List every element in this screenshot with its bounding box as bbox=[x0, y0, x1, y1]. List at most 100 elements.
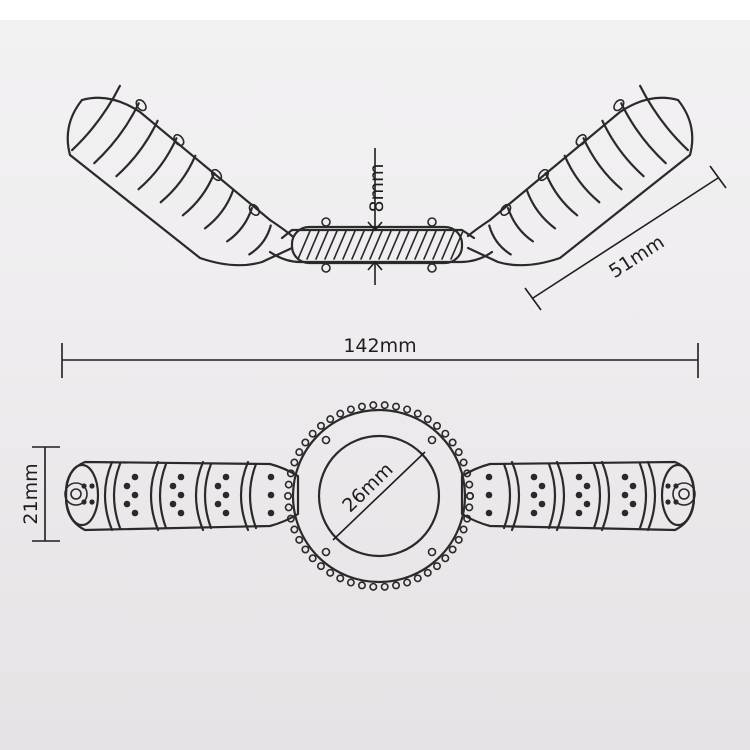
roller-segment-edge bbox=[203, 462, 213, 530]
twist-strand bbox=[315, 230, 329, 260]
ring-bead bbox=[463, 514, 472, 523]
roller-end-dot bbox=[89, 499, 95, 505]
roller-end-dot bbox=[673, 499, 679, 505]
ring-bead bbox=[463, 469, 472, 478]
ring-bead bbox=[459, 458, 468, 467]
arm-rib bbox=[582, 137, 623, 191]
roller-dot bbox=[538, 482, 546, 490]
ring-bead bbox=[284, 503, 293, 512]
ring-bead bbox=[346, 578, 355, 587]
roller-dot bbox=[177, 491, 185, 499]
twist-strand bbox=[369, 230, 383, 260]
roller-dot bbox=[169, 482, 177, 490]
arm-rib bbox=[248, 224, 272, 256]
ring-bead bbox=[441, 429, 450, 438]
ring-bead bbox=[336, 574, 345, 583]
roller-end-dot bbox=[665, 483, 671, 489]
roller-segment-edge bbox=[592, 462, 602, 530]
arm-rib bbox=[601, 119, 645, 178]
ring-bead bbox=[284, 480, 293, 489]
roller-dot bbox=[583, 482, 591, 490]
roller-dot bbox=[485, 473, 493, 481]
roller-segment-edge bbox=[555, 460, 566, 532]
roller-segment-edge bbox=[547, 462, 557, 530]
twist-strand bbox=[306, 230, 320, 260]
arm-nub bbox=[613, 99, 625, 112]
ring-bead bbox=[465, 480, 474, 489]
arm-nub bbox=[248, 203, 260, 217]
twist-strand bbox=[423, 230, 437, 260]
top-margin bbox=[0, 0, 750, 20]
arm-rib bbox=[203, 189, 235, 230]
ring-bead bbox=[441, 554, 450, 563]
ring-bead bbox=[369, 582, 378, 591]
roller-dot bbox=[131, 509, 139, 517]
ring-bead bbox=[448, 438, 457, 447]
ring-bead bbox=[286, 514, 295, 523]
ring-bead bbox=[290, 458, 299, 467]
twist-strand bbox=[324, 230, 338, 260]
ring-bead bbox=[308, 554, 317, 563]
ring-bead bbox=[336, 409, 345, 418]
roller-dot bbox=[575, 509, 583, 517]
ring-bead bbox=[380, 401, 389, 410]
roller-dot bbox=[530, 491, 538, 499]
twist-strand bbox=[342, 230, 356, 260]
twist-strand bbox=[351, 230, 365, 260]
roller-segment-edge bbox=[600, 460, 611, 532]
label-middle-thickness: 8mm bbox=[366, 163, 388, 212]
roller-segment-edge bbox=[239, 460, 250, 532]
roller-dot bbox=[530, 473, 538, 481]
arm-rib bbox=[93, 102, 140, 165]
roller-dot bbox=[177, 473, 185, 481]
roller-dot bbox=[575, 491, 583, 499]
ring-bead bbox=[423, 568, 432, 577]
roller-dot bbox=[214, 482, 222, 490]
roller-dot bbox=[629, 500, 637, 508]
arm-nub bbox=[575, 133, 587, 147]
ring-bead bbox=[301, 545, 310, 554]
arm-rib bbox=[115, 119, 159, 178]
roller-dot bbox=[222, 509, 230, 517]
ring-bead bbox=[403, 578, 412, 587]
ring-bead bbox=[286, 469, 295, 478]
ring-bead bbox=[357, 402, 366, 411]
center-ring: 26mm bbox=[283, 401, 474, 591]
roller-dot bbox=[485, 509, 493, 517]
ring-bead bbox=[454, 448, 463, 457]
roller-dot bbox=[222, 491, 230, 499]
ring-bead bbox=[357, 581, 366, 590]
arm-rib bbox=[71, 84, 121, 152]
arm-nub bbox=[537, 168, 550, 182]
twist-strand bbox=[441, 230, 455, 260]
arm-nub bbox=[210, 168, 223, 182]
twist-strand bbox=[432, 230, 446, 260]
arm-rib bbox=[137, 137, 178, 191]
roller-dot bbox=[575, 473, 583, 481]
roller-dot bbox=[123, 500, 131, 508]
roller-segment-edge bbox=[103, 460, 114, 532]
roller-segment-edge bbox=[158, 462, 168, 530]
ring-bead bbox=[308, 429, 317, 438]
arm-rib bbox=[488, 224, 512, 256]
dimension-total-length: 142mm bbox=[61, 335, 699, 378]
twist-strand bbox=[405, 230, 419, 260]
ring-bead bbox=[413, 409, 422, 418]
ring-bead bbox=[413, 574, 422, 583]
ring-bead bbox=[392, 402, 401, 411]
ring-bead bbox=[316, 562, 325, 571]
roller-end-dot bbox=[81, 499, 87, 505]
twist-strand bbox=[387, 230, 401, 260]
arm-rib bbox=[544, 172, 579, 217]
ring-bead bbox=[380, 582, 389, 591]
twist-strand bbox=[450, 230, 464, 260]
arm-rib bbox=[639, 84, 689, 152]
roller-dot bbox=[267, 473, 275, 481]
roller-dot bbox=[530, 509, 538, 517]
ring-bead bbox=[454, 535, 463, 544]
arm-rib bbox=[507, 207, 534, 243]
roller-dot bbox=[177, 509, 185, 517]
ring-bead bbox=[283, 491, 292, 500]
twist-strand bbox=[414, 230, 428, 260]
roller-segment-edge bbox=[502, 462, 512, 530]
